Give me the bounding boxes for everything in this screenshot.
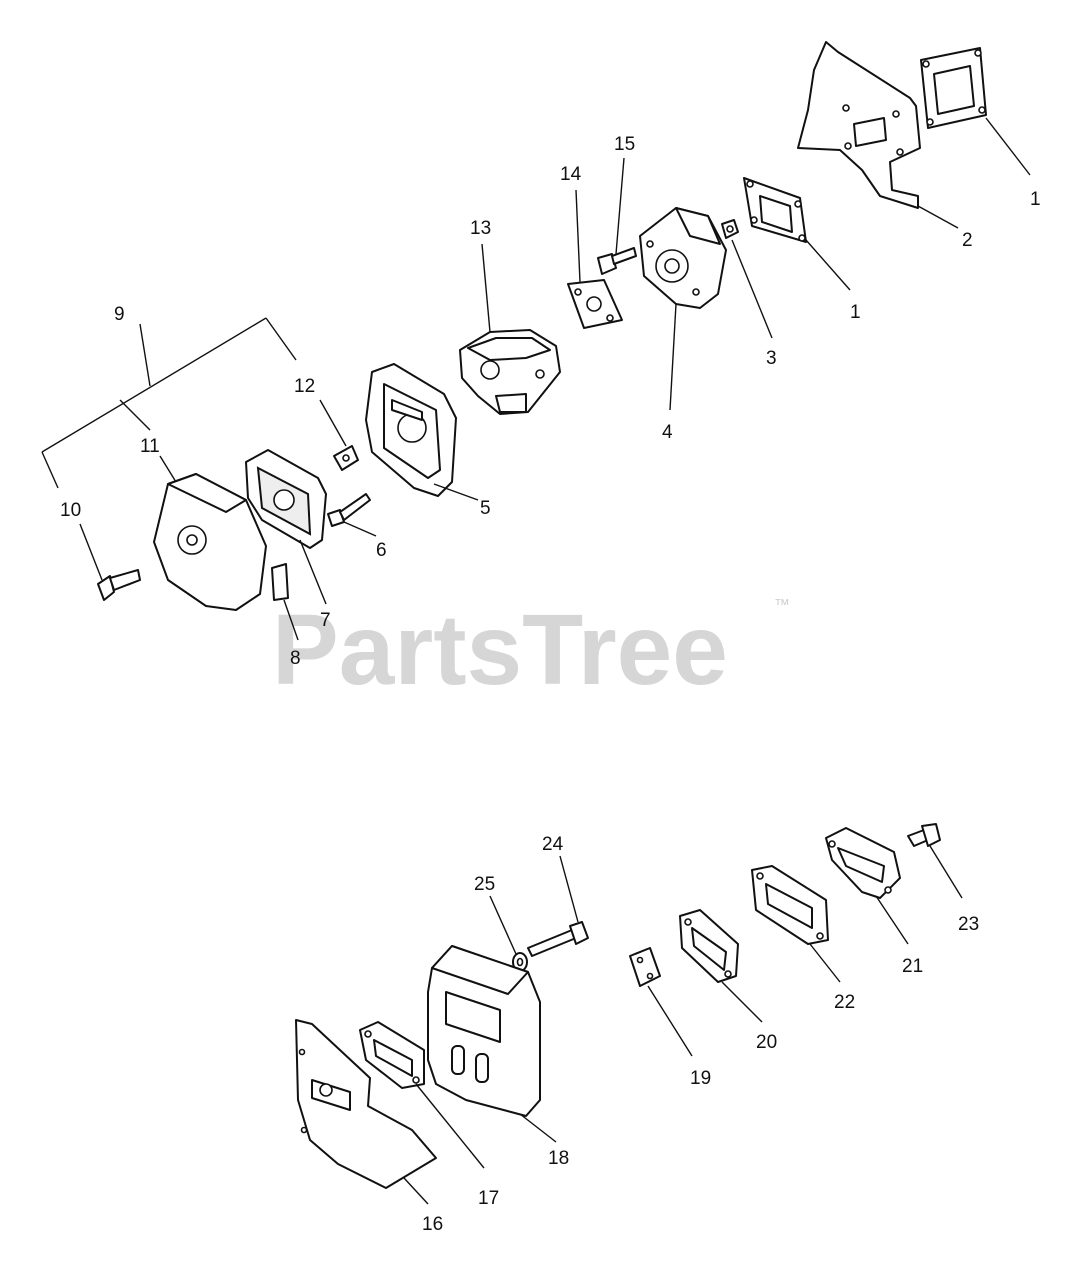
part-13-carburetor[interactable] [459,329,561,415]
part-10-wing-knob[interactable] [97,569,141,601]
part-11-filter-cover[interactable] [153,473,267,611]
callout-1a: 1 [1030,189,1041,210]
part-20-gasket[interactable] [679,909,739,983]
callout-20: 20 [756,1032,777,1053]
part-14-gasket[interactable] [567,279,623,329]
part-8-label[interactable] [271,563,289,601]
part-17-muffler-gasket[interactable] [359,1021,425,1089]
callout-14: 14 [560,164,582,185]
leader-22 [809,943,841,983]
leader-10 [79,523,103,581]
leader-1b [805,239,851,291]
part-15-screw[interactable] [597,247,637,275]
callout-5: 5 [480,498,491,519]
part-24-bolt[interactable] [527,921,589,957]
callout-1b: 1 [850,302,861,323]
callout-18: 18 [548,1148,569,1169]
part-18-muffler[interactable] [427,945,541,1117]
partstree-watermark: PartsTree [272,594,728,706]
callout-4: 4 [662,422,673,443]
leader-1a [985,117,1031,176]
callout-15: 15 [614,134,635,155]
callout-25: 25 [474,874,495,895]
part-7-filter-element[interactable] [245,449,327,549]
callout-13: 13 [470,218,491,239]
leader-25 [489,895,517,955]
callout-9: 9 [114,304,125,325]
leader-14 [575,189,581,283]
part-22-gasket[interactable] [751,865,829,945]
part-4-insulator[interactable] [639,207,727,309]
part-12-clip[interactable] [333,445,359,471]
leader-21 [875,895,909,945]
callout-12: 12 [294,376,315,397]
leader-17 [415,1083,485,1169]
callout-24: 24 [542,834,564,855]
callout-8: 8 [290,648,301,669]
part-1-gasket-top[interactable] [920,47,987,129]
callout-19: 19 [690,1068,711,1089]
part-6-screw[interactable] [327,493,371,527]
leader-13 [481,243,491,333]
callout-2: 2 [962,230,973,251]
leader-20 [721,981,763,1023]
callout-22: 22 [834,992,855,1013]
leader-5 [433,483,479,501]
callout-23: 23 [958,914,979,935]
part-9-assembly-bracket [41,317,297,489]
part-5-filter-base[interactable] [365,363,457,497]
part-16-heat-shield[interactable] [295,1019,437,1189]
leader-15 [615,157,625,255]
callout-10: 10 [60,500,81,521]
leader-4 [669,303,677,411]
callout-6: 6 [376,540,387,561]
part-21-exhaust-plate[interactable] [825,827,901,899]
leader-24 [559,855,579,923]
callout-21: 21 [902,956,923,977]
part-19-plate[interactable] [629,947,661,987]
leader-19 [647,985,693,1057]
part-1-gasket-middle[interactable] [743,177,807,243]
trademark-symbol: ™ [774,597,790,614]
part-3-nut[interactable] [721,219,739,239]
leader-8 [283,599,299,641]
leader-7 [299,539,327,605]
callout-3: 3 [766,348,777,369]
leader-11 [159,455,177,483]
part-23-plug[interactable] [907,823,941,847]
leader-2 [917,205,959,229]
callout-16: 16 [422,1214,443,1235]
leader-18 [519,1113,557,1143]
callout-11: 11 [140,436,160,457]
leader-23 [929,845,963,899]
part-2-bracket[interactable] [797,41,921,209]
callout-7: 7 [320,610,331,631]
leader-12 [319,399,347,447]
leader-16 [403,1177,429,1205]
callout-17: 17 [478,1188,499,1209]
leader-3 [731,239,773,339]
leader-6 [343,521,377,537]
